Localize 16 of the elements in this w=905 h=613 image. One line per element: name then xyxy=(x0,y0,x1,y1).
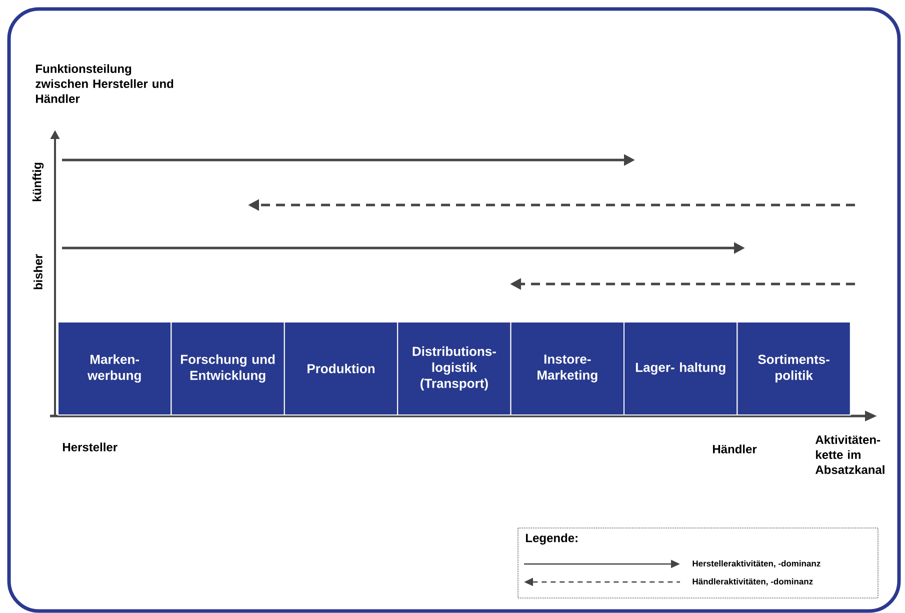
activity-box: Instore- Marketing xyxy=(510,322,624,416)
legend-text: Herstelleraktivitäten, -dominanz xyxy=(692,560,820,568)
activity-box: Lager- haltung xyxy=(624,322,738,416)
axis-label: Hersteller xyxy=(63,442,118,452)
axis-label: künftig xyxy=(32,162,44,202)
activity-box: Produktion xyxy=(284,322,398,416)
activity-box: Forschung und Entwicklung xyxy=(170,322,285,416)
axis-label: Händler xyxy=(713,444,757,454)
activity-box: Sortiments- politik xyxy=(736,322,851,416)
axis-label: Aktivitäten- kette im Absatzkanal xyxy=(816,435,884,474)
legend-title: Legende: xyxy=(526,533,578,545)
activity-box: Marken- werbung xyxy=(58,322,172,416)
axis-title: Funktionsteilung zwischen Hersteller und Händler xyxy=(36,64,174,103)
activity-box: Distributions- logistik (Transport) xyxy=(397,322,512,416)
axis-label: bisher xyxy=(34,254,42,290)
legend-text: Händleraktivitäten, -dominanz xyxy=(692,578,813,586)
